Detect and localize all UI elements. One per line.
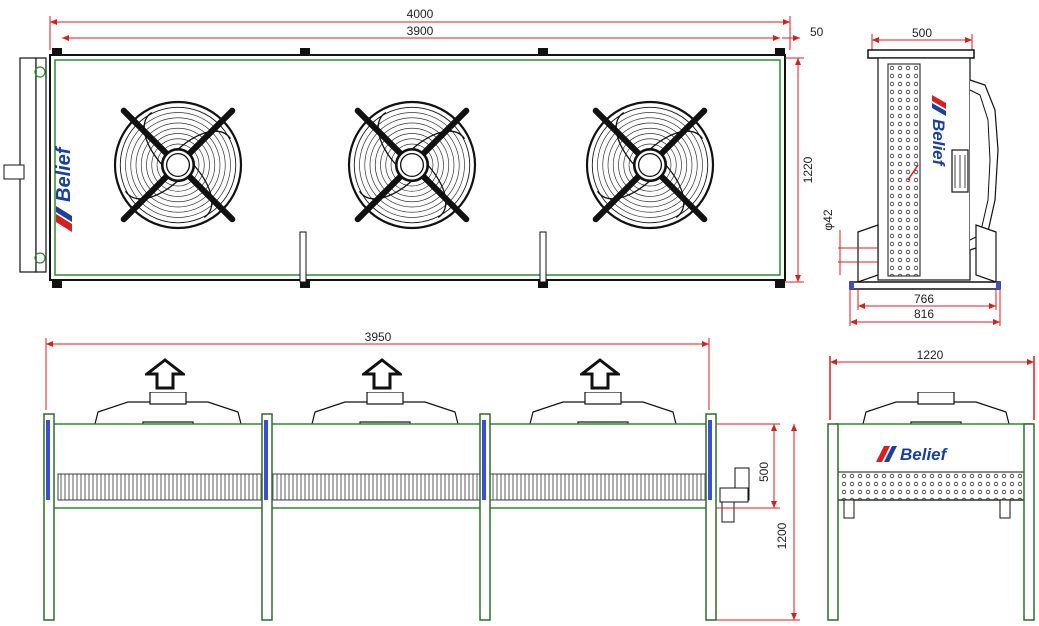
dim-height-label: 1220: [801, 156, 815, 183]
side-brand-name: Belief: [929, 119, 948, 168]
dim-side-top: 500: [871, 26, 973, 55]
base-plate: [849, 281, 1001, 290]
dim-leg-height-label: 1200: [775, 522, 789, 549]
dim-end-width-label: 1220: [917, 348, 944, 362]
airflow-arrow-2: [362, 358, 402, 390]
end-view: 1220 Belief: [827, 348, 1035, 621]
dim-base-outer: 816: [849, 290, 1001, 326]
brand-name: Belief: [53, 145, 75, 202]
side-view: 500 Belief φ42 766: [821, 26, 1001, 326]
end-coil: [837, 471, 1025, 501]
outlet-pipe: [719, 467, 750, 523]
dim-overall-length: 4000: [49, 7, 791, 50]
dim-base-inner: 766: [857, 290, 997, 310]
dim-height: 1220: [785, 57, 815, 283]
dim-coil-height-label: 500: [757, 462, 771, 482]
dim-offset: 50: [782, 25, 824, 41]
coil-fins: [57, 473, 709, 501]
top-view: 4000 3900 50: [3, 7, 824, 288]
support-leg: [43, 413, 717, 621]
frame-outline: [54, 59, 781, 276]
dim-base-inner-label: 766: [914, 292, 934, 306]
end-logo: Belief: [876, 445, 949, 464]
dim-overall-label: 4000: [407, 7, 434, 21]
dim-inner-label: 3900: [407, 24, 434, 38]
dim-pipe-label: φ42: [821, 209, 835, 230]
end-brand-name: Belief: [900, 445, 949, 464]
dim-end-width: 1220: [829, 348, 1035, 420]
dim-side-top-label: 500: [912, 26, 932, 40]
fan-shroud: [969, 79, 999, 251]
dim-offset-label: 50: [810, 25, 824, 39]
fan-2: [349, 102, 475, 228]
end-leg-left: [827, 423, 839, 621]
airflow-arrow-1: [145, 358, 185, 390]
dim-pipe: φ42: [821, 209, 878, 275]
dim-leg-height: 1200: [716, 424, 800, 621]
side-logo: Belief: [929, 95, 948, 168]
front-view: 3950 500: [43, 330, 800, 621]
dim-inner-length: 3900: [62, 24, 780, 41]
fan-1: [115, 102, 241, 228]
fan-3: [587, 102, 713, 228]
dim-coil-height: 500: [716, 423, 780, 509]
brand-logo: Belief: [53, 145, 75, 232]
dim-base-outer-label: 816: [914, 307, 934, 321]
airflow-arrow-3: [580, 358, 620, 390]
dim-front-length-label: 3950: [365, 330, 392, 344]
dim-front-length: 3950: [45, 330, 710, 410]
inlet-pipe: [3, 164, 25, 180]
end-leg-right: [1023, 423, 1035, 621]
